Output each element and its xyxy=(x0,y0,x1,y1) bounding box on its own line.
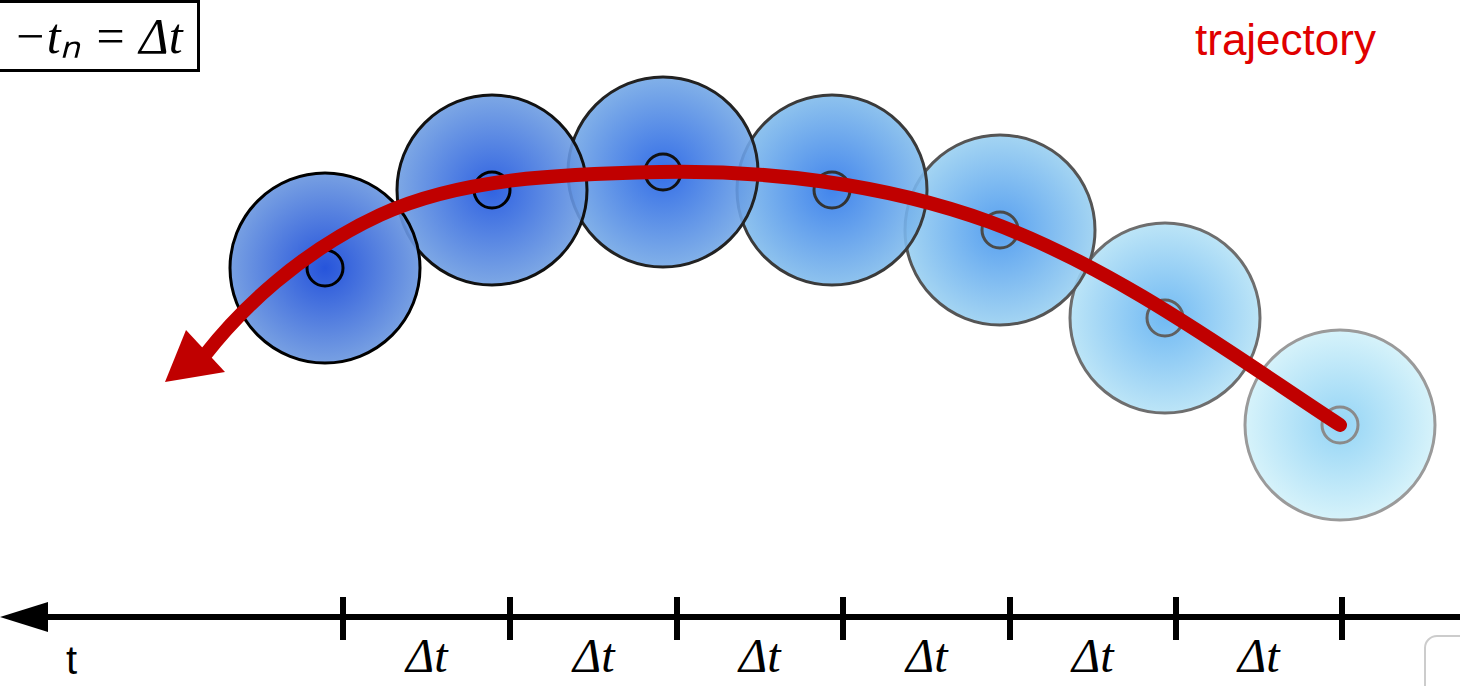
corner-tab xyxy=(1425,636,1460,686)
axis-label: t xyxy=(66,640,77,680)
disc-positions xyxy=(230,77,1435,520)
interval-label: Δt xyxy=(1238,632,1280,680)
equation-box: −tₙ = Δt xyxy=(0,0,200,72)
equation-text: −tₙ = Δt xyxy=(13,11,183,61)
interval-label: Δt xyxy=(906,632,948,680)
interval-label: Δt xyxy=(1072,632,1114,680)
interval-label: Δt xyxy=(406,632,448,680)
interval-label: Δt xyxy=(573,632,615,680)
trajectory-arrow xyxy=(165,172,1340,425)
trajectory-label: trajectory xyxy=(1195,18,1376,62)
interval-label: Δt xyxy=(739,632,781,680)
